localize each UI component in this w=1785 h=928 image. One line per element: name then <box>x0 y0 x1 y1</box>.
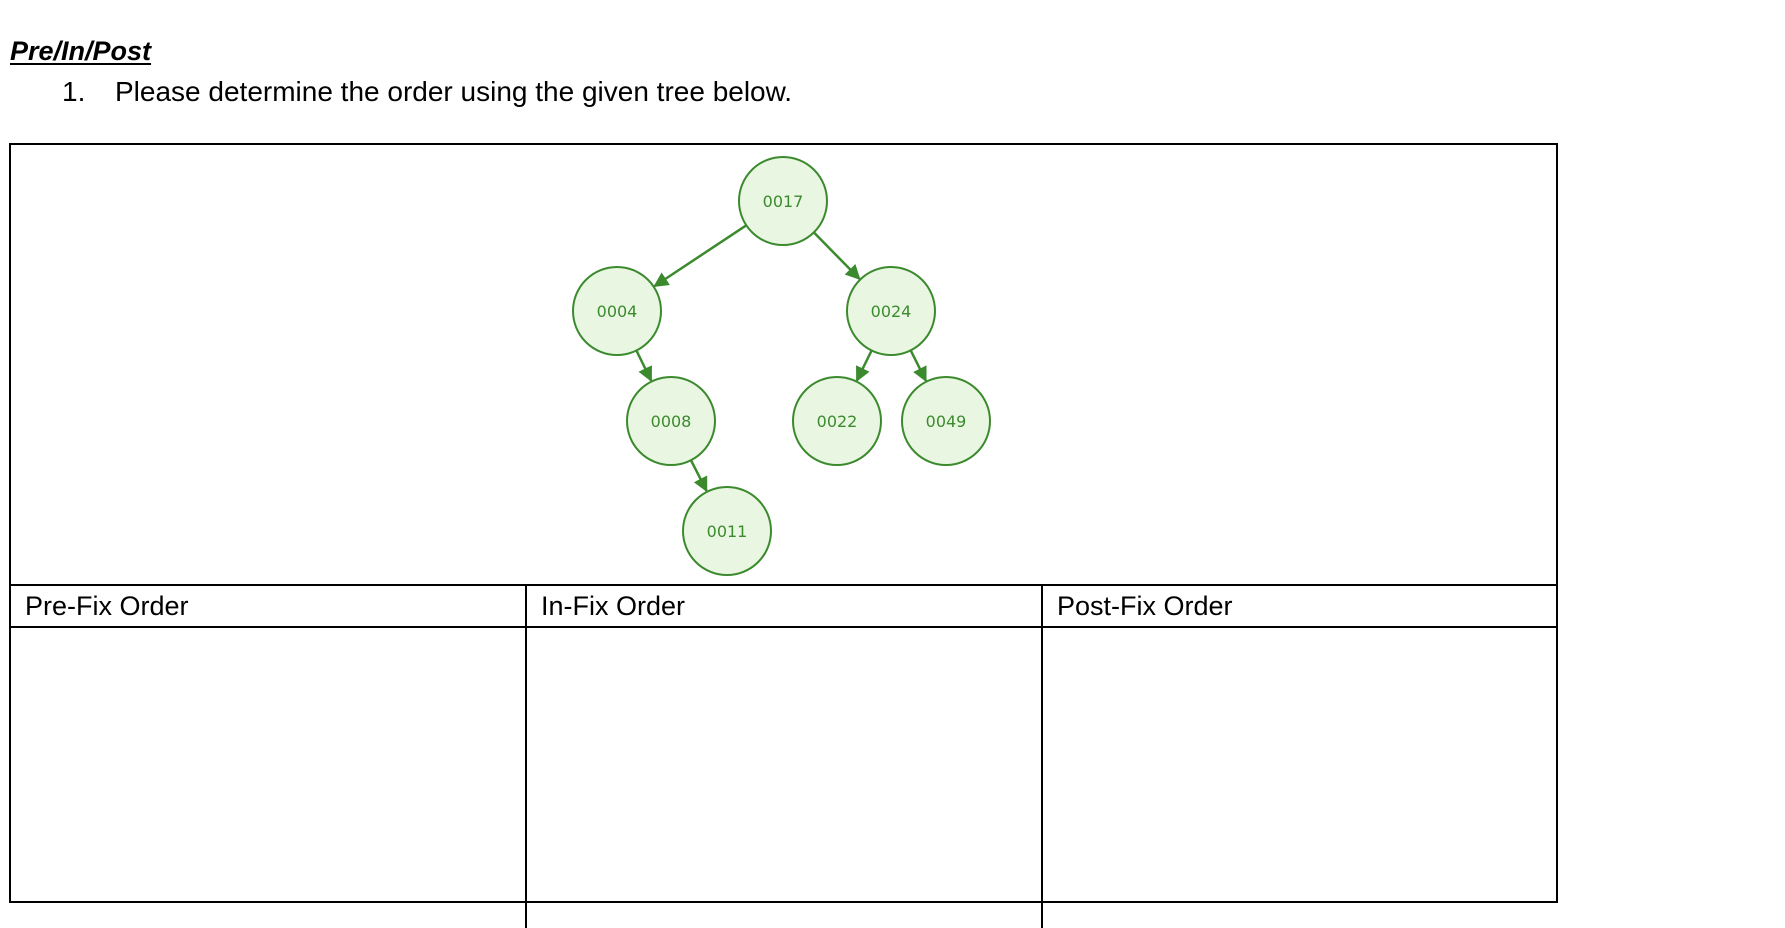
tree-node-label: 0017 <box>763 192 804 211</box>
question-number: 1. <box>62 76 86 107</box>
tree-node-label: 0011 <box>707 522 748 541</box>
tree-node-circle <box>626 376 716 466</box>
section-heading: Pre/In/Post <box>10 36 152 66</box>
tree-diagram-cell: 0017 0004 0024 0008 0022 0049 0011 <box>11 145 1556 586</box>
tree-edge-0024-0049 <box>909 349 927 383</box>
tree-node-0011: 0011 <box>682 486 772 576</box>
answer-pre-fix-cell[interactable] <box>11 628 527 928</box>
binary-tree-diagram: 0017 0004 0024 0008 0022 0049 0011 <box>572 156 991 576</box>
tree-node-label: 0049 <box>926 412 967 431</box>
tree-node-0017: 0017 <box>738 156 828 246</box>
tree-node-0004: 0004 <box>572 266 662 356</box>
tree-edge-0024-0022 <box>855 349 873 382</box>
table-header-row: Pre-Fix Order In-Fix Order Post-Fix Orde… <box>11 586 1556 628</box>
tree-edge-0008-0011 <box>689 459 708 493</box>
tree-edge-0004-0008 <box>635 349 653 382</box>
tree-edge-0017-0024 <box>812 231 861 280</box>
answer-in-fix-cell[interactable] <box>527 628 1043 928</box>
tree-node-label: 0008 <box>651 412 692 431</box>
tree-node-0049: 0049 <box>901 376 991 466</box>
tree-node-circle <box>572 266 662 356</box>
tree-node-circle <box>738 156 828 246</box>
tree-node-circle <box>901 376 991 466</box>
answer-post-fix-cell[interactable] <box>1043 628 1556 928</box>
header-pre-fix: Pre-Fix Order <box>11 586 527 626</box>
tree-edge-0017-0004 <box>653 224 748 288</box>
answer-table: 0017 0004 0024 0008 0022 0049 0011 Pre-Fix Ord… <box>9 143 1558 928</box>
tree-node-circle <box>792 376 882 466</box>
question-text: Please determine the order using the giv… <box>115 76 793 107</box>
table-answer-row <box>11 628 1556 928</box>
tree-node-0024: 0024 <box>846 266 936 356</box>
tree-node-0008: 0008 <box>626 376 716 466</box>
header-in-fix: In-Fix Order <box>527 586 1043 626</box>
tree-node-label: 0022 <box>817 412 858 431</box>
header-post-fix: Post-Fix Order <box>1057 591 1233 621</box>
tree-node-label: 0004 <box>597 302 638 321</box>
tree-node-label: 0024 <box>871 302 912 321</box>
tree-node-circle <box>682 486 772 576</box>
tree-node-0022: 0022 <box>792 376 882 466</box>
tree-node-circle <box>846 266 936 356</box>
